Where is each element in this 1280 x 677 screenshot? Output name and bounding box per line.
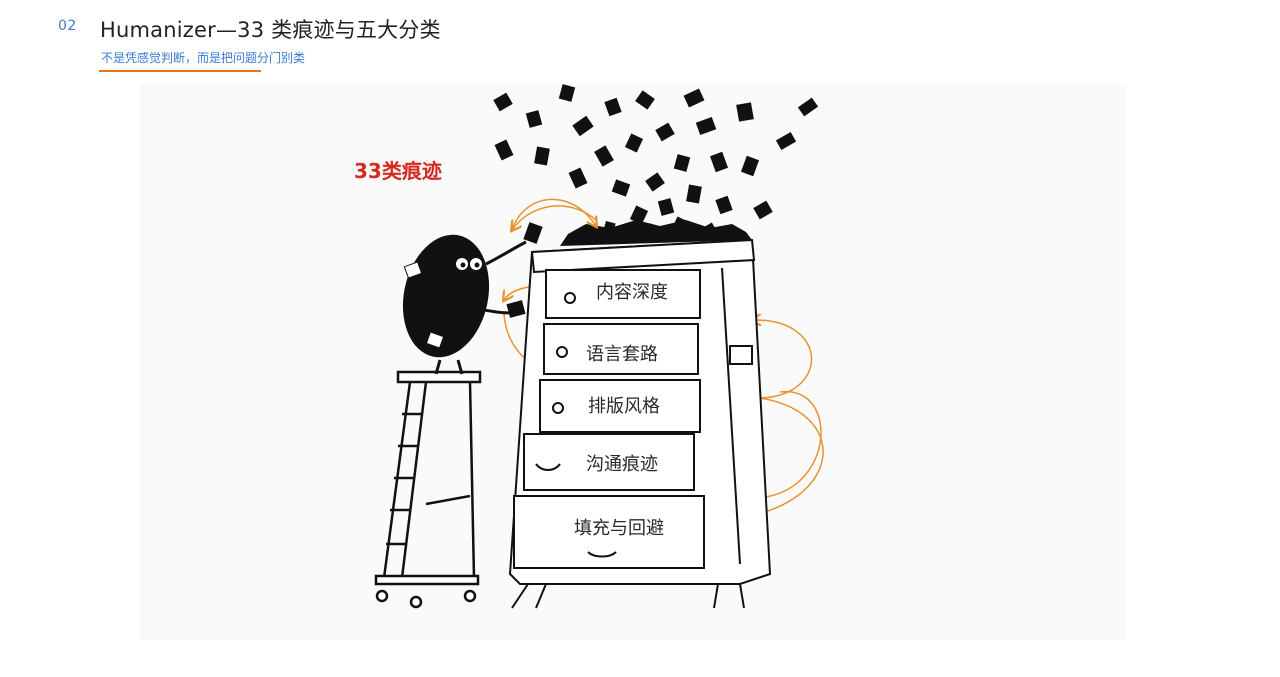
subtitle-underline [99,70,261,72]
filing-cabinet-illustration: 33类痕迹 [140,84,1126,640]
drawer-3: 排版风格 [539,379,701,433]
drawer-label: 内容深度 [596,282,668,303]
ladder [374,370,482,609]
slide-subtitle: 不是凭感觉判断，而是把问题分门别类 [101,51,306,65]
drawer-label: 排版风格 [588,396,660,417]
drawer-4: 沟通痕迹 [523,433,695,491]
slide-title: Humanizer—33 类痕迹与五大分类 [100,18,441,42]
slide-number: 02 [58,18,77,34]
paper-pile [560,216,752,246]
drawer-label: 填充与回避 [574,518,664,539]
drawer-label: 语言套路 [586,344,658,365]
drawer-2: 语言套路 [543,323,699,375]
bean-character [402,222,543,375]
drawer-label: 沟通痕迹 [586,454,658,475]
traces-count-label: 33类痕迹 [354,159,442,183]
flying-papers [493,84,819,225]
drawer-1: 内容深度 [545,269,701,319]
drawer-5: 填充与回避 [513,495,705,569]
